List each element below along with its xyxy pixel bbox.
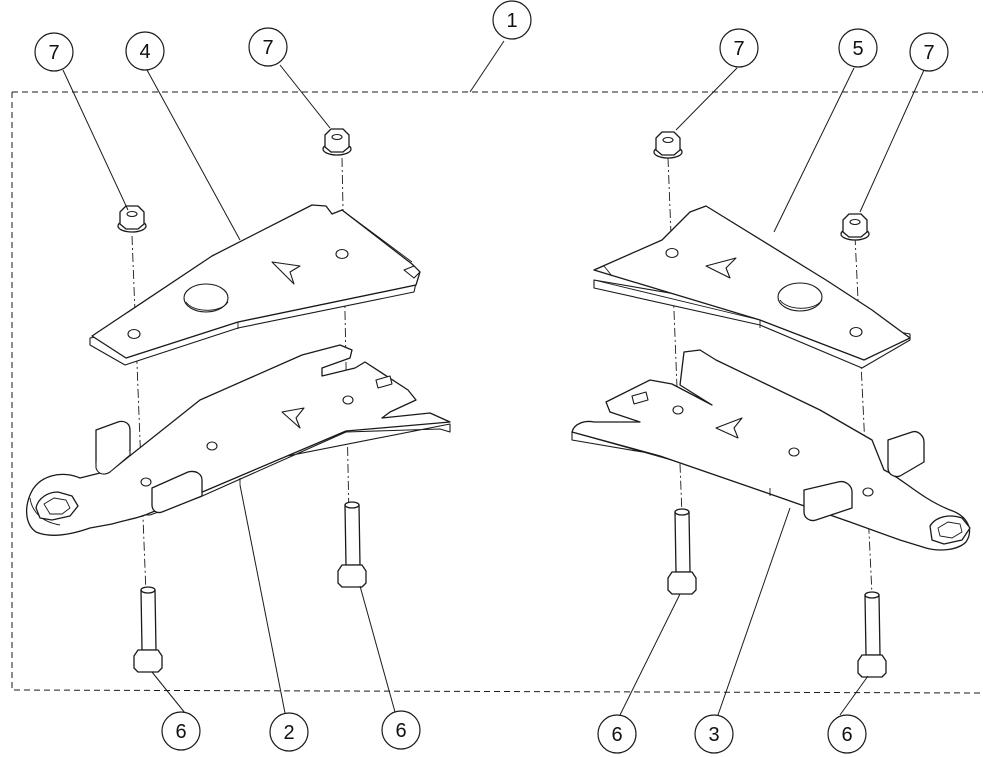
callout-6-d: 6: [827, 714, 867, 754]
right-axis-b: [854, 235, 873, 596]
callout-6-d-label: 6: [841, 724, 852, 746]
callout-6-c-label: 6: [611, 724, 622, 746]
callout-6-c: 6: [597, 714, 637, 754]
callout-2: 2: [269, 712, 309, 752]
right-bracket-assembly: [571, 131, 971, 678]
left-axis-a: [131, 235, 149, 646]
callout-1-label: 1: [506, 10, 517, 32]
top-plate-right: [593, 205, 911, 369]
bolt-left-a: [133, 586, 163, 673]
callout-7-c-label: 7: [733, 38, 744, 60]
callout-6-b: 6: [381, 710, 421, 750]
callout-7-d-label: 7: [923, 42, 934, 64]
callout-6-a: 6: [161, 711, 201, 751]
callout-2-label: 2: [283, 722, 294, 744]
flange-nut-left-b: [322, 128, 352, 156]
leader-lines: [62, 40, 925, 716]
callout-3-label: 3: [708, 724, 719, 746]
callout-7-b: 7: [248, 27, 288, 67]
base-plate-right: [571, 349, 971, 551]
callout-1: 1: [492, 0, 532, 40]
callout-7-d: 7: [909, 32, 949, 72]
callout-3: 3: [694, 714, 734, 754]
bolt-left-b: [337, 501, 367, 588]
callout-5-label: 5: [852, 38, 863, 60]
callout-7-c: 7: [719, 28, 759, 68]
base-plate-left: [25, 344, 451, 536]
callout-7-b-label: 7: [262, 37, 273, 59]
flange-nut-left-a: [117, 205, 147, 233]
left-bracket-assembly: [25, 128, 451, 673]
callout-7-a: 7: [34, 32, 74, 72]
bolt-right-a: [667, 508, 697, 595]
callout-5: 5: [838, 28, 878, 68]
top-plate-left: [89, 204, 421, 366]
flange-nut-right-b: [840, 213, 870, 241]
callout-4-label: 4: [139, 41, 150, 63]
callout-6-a-label: 6: [175, 721, 186, 743]
callout-4: 4: [125, 31, 165, 71]
assembly-boundary: [11, 91, 983, 694]
callout-6-b-label: 6: [395, 720, 406, 742]
callout-7-a-label: 7: [48, 42, 59, 64]
flange-nut-right-a: [653, 131, 683, 159]
bolt-right-b: [857, 591, 887, 678]
